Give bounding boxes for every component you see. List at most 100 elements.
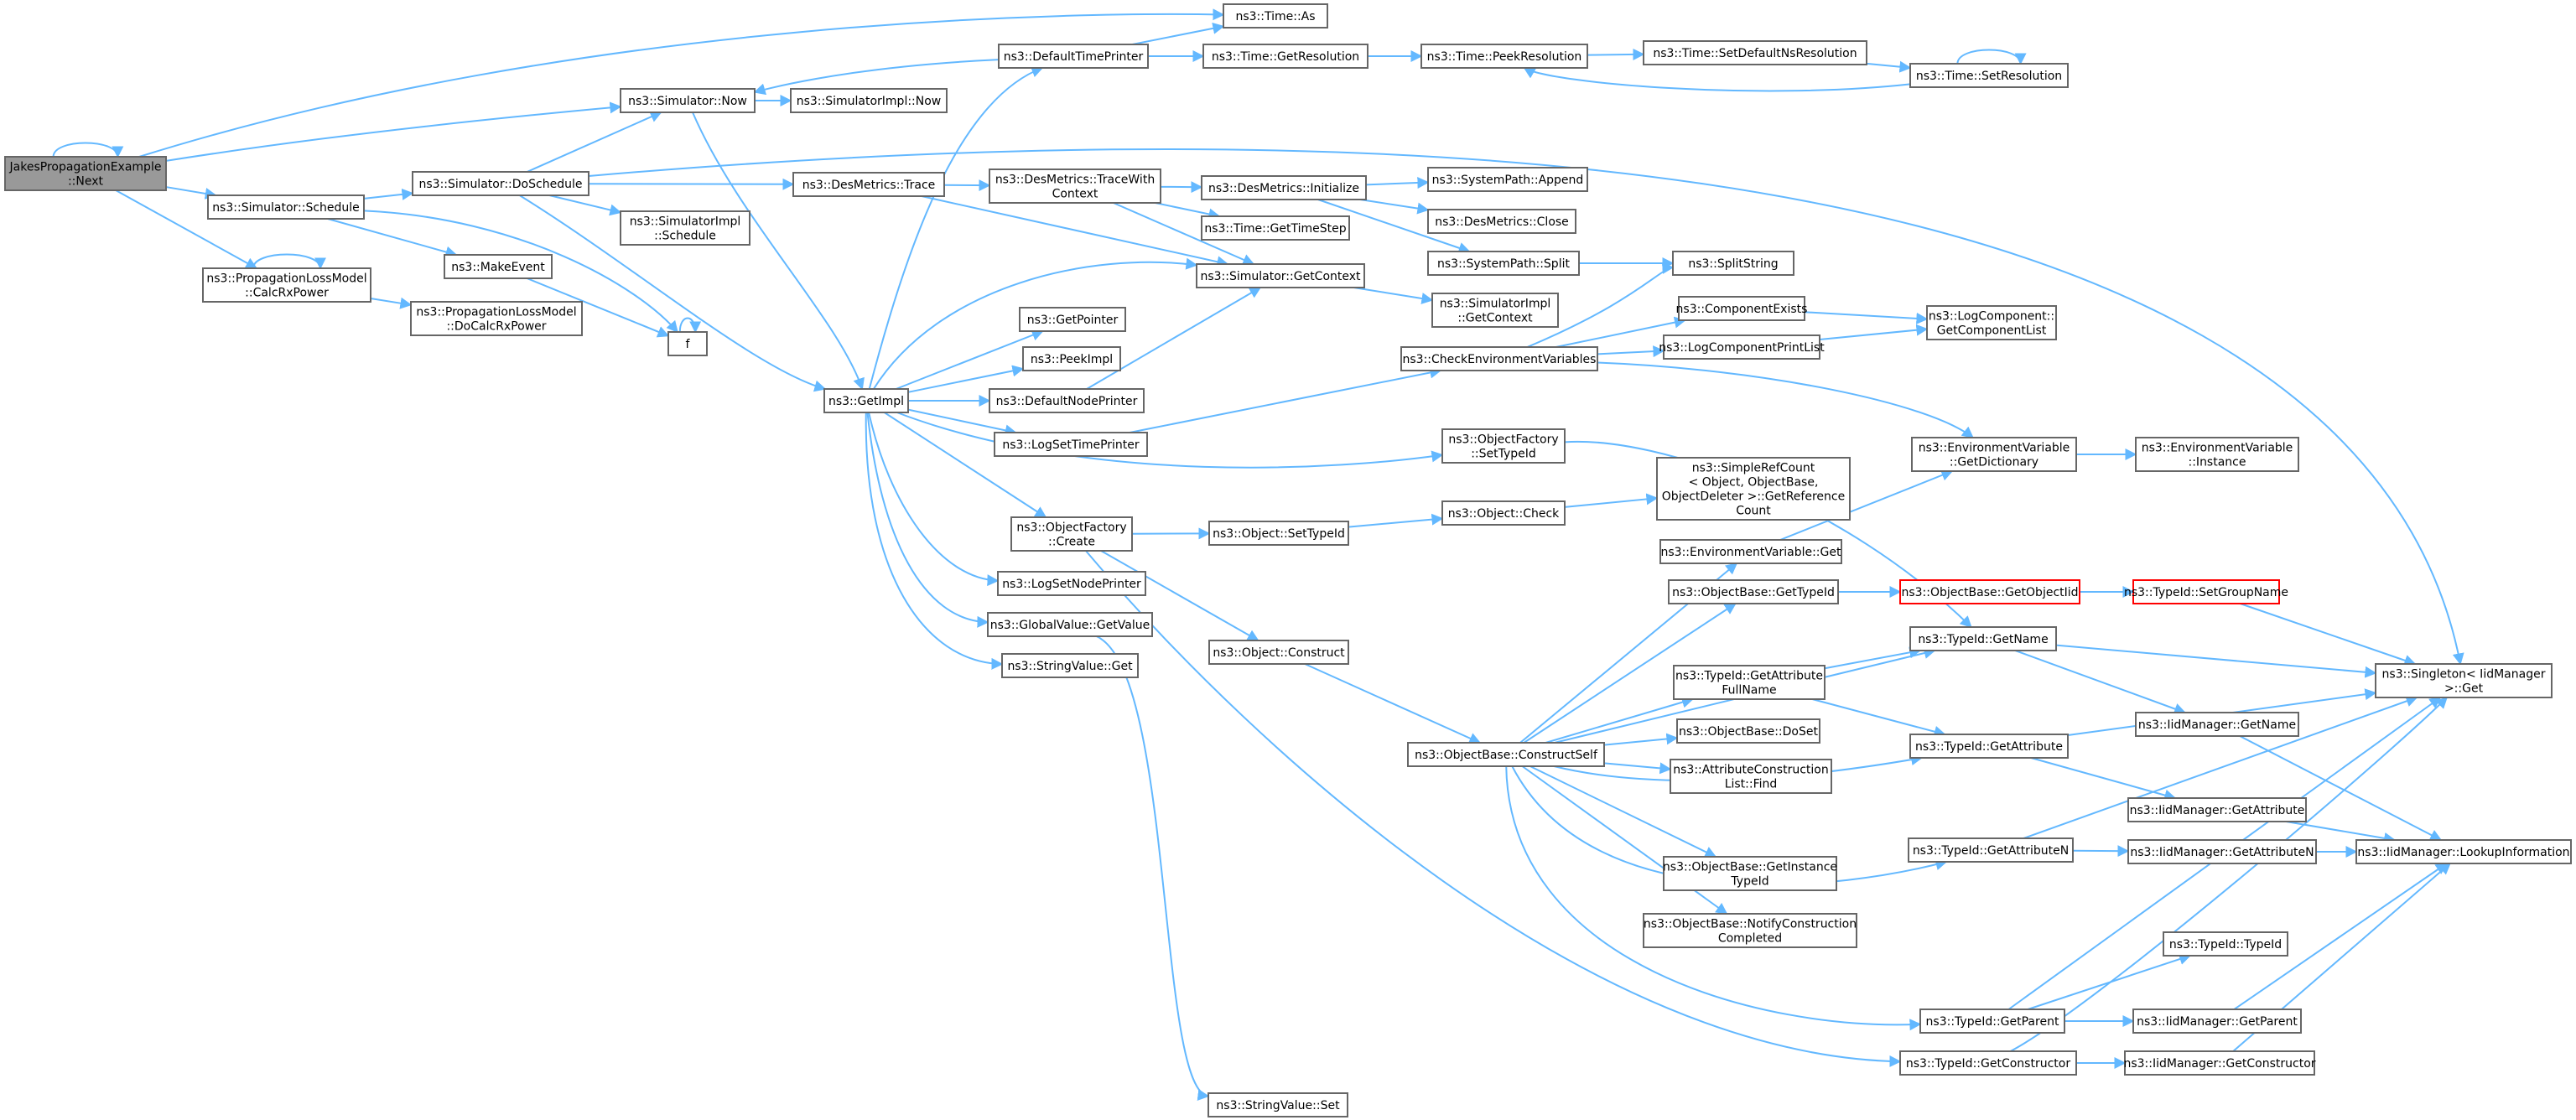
node-box bbox=[1656, 457, 1851, 521]
node-time_peekres[interactable]: ns3::Time::PeekResolution bbox=[1420, 44, 1588, 69]
node-simimpl_now[interactable]: ns3::SimulatorImpl::Now bbox=[790, 88, 948, 113]
node-getimpl[interactable]: ns3::GetImpl bbox=[823, 388, 909, 413]
node-label: ns3::TypeId::GetAttribute bbox=[1675, 670, 1823, 683]
node-box bbox=[1672, 251, 1794, 276]
node-lsnp[interactable]: ns3::LogSetNodePrinter bbox=[997, 571, 1146, 596]
node-tid_getname[interactable]: ns3::TypeId::GetName bbox=[1909, 626, 2057, 651]
node-srcount[interactable]: ns3::SimpleRefCount< Object, ObjectBase,… bbox=[1656, 457, 1851, 521]
node-time_setdefns[interactable]: ns3::Time::SetDefaultNsResolution bbox=[1643, 40, 1867, 65]
node-label: ns3::Time::SetResolution bbox=[1916, 70, 2062, 83]
node-tid_getctor[interactable]: ns3::TypeId::GetConstructor bbox=[1899, 1050, 2077, 1076]
node-tid_getparent[interactable]: ns3::TypeId::GetParent bbox=[1919, 1009, 2065, 1034]
edge-tid_getattrfull-to-tid_getname bbox=[1824, 646, 1922, 670]
node-sim_doschedule[interactable]: ns3::Simulator::DoSchedule bbox=[412, 171, 589, 196]
node-dm_init[interactable]: ns3::DesMetrics::Initialize bbox=[1201, 175, 1367, 200]
node-sim_now[interactable]: ns3::Simulator::Now bbox=[620, 88, 756, 113]
node-ob_notify[interactable]: ns3::ObjectBase::NotifyConstructionCompl… bbox=[1643, 913, 1857, 948]
node-iid_getname[interactable]: ns3::IidManager::GetName bbox=[2135, 712, 2299, 737]
node-splitstring[interactable]: ns3::SplitString bbox=[1672, 251, 1794, 276]
node-lc_getlist[interactable]: ns3::LogComponent::GetComponentList bbox=[1926, 305, 2057, 340]
node-label: ns3::SystemPath::Append bbox=[1432, 174, 1584, 187]
node-cev[interactable]: ns3::CheckEnvironmentVariables bbox=[1400, 346, 1598, 371]
node-label: ns3::Object::SetTypeId bbox=[1213, 527, 1345, 541]
node-iid_getparent[interactable]: ns3::IidManager::GetParent bbox=[2132, 1009, 2302, 1034]
node-obj_check[interactable]: ns3::Object::Check bbox=[1441, 500, 1566, 526]
edge-cev-to-ev_getdict bbox=[1597, 361, 1974, 438]
node-ev_instance[interactable]: ns3::EnvironmentVariable::Instance bbox=[2135, 437, 2299, 472]
node-sp_append[interactable]: ns3::SystemPath::Append bbox=[1427, 167, 1588, 192]
node-dm_trace[interactable]: ns3::DesMetrics::Trace bbox=[792, 172, 945, 197]
node-label: ns3::DefaultTimePrinter bbox=[1004, 50, 1144, 64]
node-dnp[interactable]: ns3::DefaultNodePrinter bbox=[989, 388, 1145, 413]
node-box bbox=[1441, 428, 1566, 464]
node-label: ns3::MakeEvent bbox=[451, 261, 545, 274]
node-iid_getattr[interactable]: ns3::IidManager::GetAttribute bbox=[2127, 797, 2307, 822]
node-plm_docalc[interactable]: ns3::PropagationLossModel::DoCalcRxPower bbox=[410, 301, 583, 336]
node-box bbox=[1427, 167, 1588, 192]
edge-sim_doschedule-to-simimpl_schedule bbox=[548, 194, 622, 216]
node-f[interactable]: f bbox=[667, 331, 708, 356]
node-ev_get[interactable]: ns3::EnvironmentVariable::Get bbox=[1659, 539, 1842, 564]
node-time_as[interactable]: ns3::Time::As bbox=[1223, 3, 1328, 29]
edge-iid_getparent-to-iid_lookup bbox=[2233, 863, 2448, 1010]
node-tid_typeid[interactable]: ns3::TypeId::TypeId bbox=[2163, 931, 2288, 957]
node-dm_close[interactable]: ns3::DesMetrics::Close bbox=[1427, 209, 1576, 234]
node-time_getres[interactable]: ns3::Time::GetResolution bbox=[1202, 44, 1368, 69]
node-label: ns3::SimulatorImpl bbox=[1440, 298, 1551, 311]
node-simimpl_getctx[interactable]: ns3::SimulatorImpl::GetContext bbox=[1431, 293, 1559, 328]
node-root[interactable]: JakesPropagationExample::Next bbox=[4, 156, 167, 191]
node-tid_getattrn[interactable]: ns3::TypeId::GetAttributeN bbox=[1908, 837, 2074, 863]
node-obj_construct[interactable]: ns3::Object::Construct bbox=[1208, 640, 1349, 665]
node-box bbox=[1668, 579, 1839, 604]
node-label: ns3::TypeId::GetAttributeN bbox=[1913, 844, 2069, 858]
node-sim_schedule[interactable]: ns3::Simulator::Schedule bbox=[207, 194, 365, 220]
node-sp_split[interactable]: ns3::SystemPath::Split bbox=[1427, 251, 1580, 276]
edge-root-to-sim_now bbox=[165, 101, 622, 162]
node-box bbox=[4, 156, 167, 191]
node-dtp[interactable]: ns3::DefaultTimePrinter bbox=[998, 44, 1149, 69]
edge-dtp-to-sim_now bbox=[753, 59, 1000, 96]
node-sim_getctx[interactable]: ns3::Simulator::GetContext bbox=[1196, 263, 1365, 288]
node-ev_getdict[interactable]: ns3::EnvironmentVariable::GetDictionary bbox=[1911, 437, 2077, 472]
node-plm_calc[interactable]: ns3::PropagationLossModel::CalcRxPower bbox=[202, 267, 371, 303]
node-makeevent[interactable]: ns3::MakeEvent bbox=[444, 254, 553, 279]
nodes: JakesPropagationExample::Nextns3::Time::… bbox=[4, 3, 2572, 1117]
node-of_settypeid[interactable]: ns3::ObjectFactory::SetTypeId bbox=[1441, 428, 1566, 464]
node-iid_getctor[interactable]: ns3::IidManager::GetConstructor bbox=[2123, 1050, 2316, 1076]
node-ob_gettypeid[interactable]: ns3::ObjectBase::GetTypeId bbox=[1668, 579, 1839, 604]
node-simimpl_schedule[interactable]: ns3::SimulatorImpl::Schedule bbox=[620, 210, 750, 246]
node-ob_constructself[interactable]: ns3::ObjectBase::ConstructSelf bbox=[1407, 742, 1605, 767]
node-time_gettimestep[interactable]: ns3::Time::GetTimeStep bbox=[1201, 215, 1350, 241]
node-sv_get[interactable]: ns3::StringValue::Get bbox=[1001, 653, 1139, 678]
node-label: ns3::ObjectBase::NotifyConstruction bbox=[1644, 918, 1857, 931]
node-compexists[interactable]: ns3::ComponentExists bbox=[1676, 296, 1808, 321]
node-label: ::Next bbox=[68, 175, 104, 189]
node-tid_setgroupname[interactable]: ns3::TypeId::SetGroupName bbox=[2124, 579, 2288, 604]
node-iid_getattrn[interactable]: ns3::IidManager::GetAttributeN bbox=[2127, 839, 2317, 864]
node-getpointer[interactable]: ns3::GetPointer bbox=[1019, 307, 1126, 332]
node-gv_getvalue[interactable]: ns3::GlobalValue::GetValue bbox=[987, 612, 1153, 637]
edge-dm_tracewith-to-sim_getctx bbox=[1113, 202, 1255, 266]
node-ob_getobjectiid[interactable]: ns3::ObjectBase::GetObjectIid bbox=[1899, 579, 2080, 604]
edge-tid_setgroupname-to-singleton_get bbox=[2240, 603, 2417, 666]
node-singleton_get[interactable]: ns3::Singleton< IidManager>::Get bbox=[2375, 663, 2553, 698]
node-time_setres[interactable]: ns3::Time::SetResolution bbox=[1909, 63, 2069, 88]
node-label: ns3::DesMetrics::Trace bbox=[802, 179, 936, 192]
node-of_create[interactable]: ns3::ObjectFactory::Create bbox=[1010, 516, 1133, 552]
node-iid_lookup[interactable]: ns3::IidManager::LookupInformation bbox=[2355, 839, 2572, 864]
node-label: ObjectDeleter >::GetReference bbox=[1662, 490, 1845, 504]
node-sv_set[interactable]: ns3::StringValue::Set bbox=[1208, 1092, 1348, 1117]
node-peekimpl[interactable]: ns3::PeekImpl bbox=[1022, 346, 1121, 371]
node-lstp[interactable]: ns3::LogSetTimePrinter bbox=[994, 432, 1148, 457]
node-tid_getattr[interactable]: ns3::TypeId::GetAttribute bbox=[1909, 734, 2069, 759]
node-label: < Object, ObjectBase, bbox=[1689, 476, 1819, 490]
node-box bbox=[2135, 712, 2299, 737]
node-obj_settypeid[interactable]: ns3::Object::SetTypeId bbox=[1208, 521, 1349, 546]
node-ob_doset[interactable]: ns3::ObjectBase::DoSet bbox=[1676, 718, 1820, 744]
node-lcpl[interactable]: ns3::LogComponentPrintList bbox=[1659, 334, 1825, 360]
